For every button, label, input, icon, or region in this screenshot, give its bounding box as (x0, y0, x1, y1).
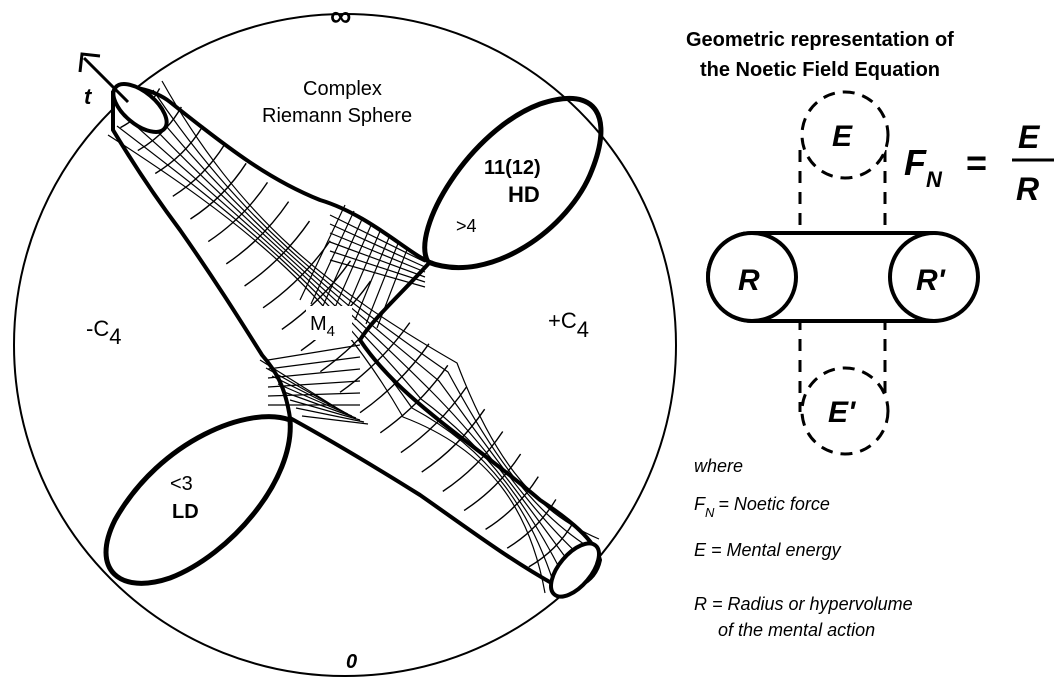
mesh-line (190, 162, 247, 220)
mesh-line (332, 222, 373, 313)
riemann-sphere-outline (13, 13, 677, 677)
manifold-bottom-cap (549, 541, 601, 599)
mesh-line (225, 201, 290, 265)
mesh-line (379, 364, 449, 434)
mesh-line (244, 220, 311, 287)
mesh-line (299, 204, 346, 301)
mesh-line (310, 210, 355, 305)
mesh-line (359, 343, 430, 414)
mesh-line (442, 431, 504, 492)
mesh-line (329, 241, 426, 278)
ld-label: LD (172, 501, 199, 523)
mesh-line (267, 344, 361, 361)
mesh-line (329, 259, 426, 288)
mesh-line (161, 80, 600, 540)
mesh-line (463, 453, 522, 512)
sphere-title-line1: Complex (303, 78, 382, 100)
infinity-label: ∞ (330, 0, 351, 33)
minus-c4-label: -C4 (86, 316, 121, 349)
legend-where: where (694, 456, 743, 476)
mesh-line (295, 407, 365, 423)
energy-bottom-label: E' (828, 396, 856, 429)
mesh-line (485, 476, 539, 530)
equation-lhs: FN (904, 142, 943, 192)
mesh-line (267, 392, 361, 397)
t-axis-line (82, 56, 130, 104)
r-right-label: R' (916, 264, 946, 297)
mesh-line (329, 214, 426, 263)
t-axis-label: t (84, 84, 93, 109)
mesh-line (152, 89, 591, 549)
r-left-label: R (738, 264, 760, 297)
hd-lobe (422, 96, 604, 270)
mesh-line (329, 223, 426, 268)
mesh-line (329, 232, 426, 273)
mesh-line (506, 499, 557, 549)
mesh-line (339, 322, 411, 393)
legend-radius-line1: R = Radius or hypervolume (694, 594, 913, 614)
legend-noetic-force: FN= Noetic force (694, 494, 830, 520)
ld-lobe (103, 414, 293, 586)
mesh-line (289, 399, 361, 421)
mesh-line (267, 356, 361, 370)
m4-label: M4 (310, 313, 335, 340)
mesh-line (365, 240, 400, 325)
equation-title-line2: the Noetic Field Equation (700, 59, 940, 81)
mesh-line (154, 125, 204, 175)
mesh-line (281, 260, 352, 331)
mesh-line (321, 216, 364, 309)
m4-label-background (306, 306, 352, 340)
r-circle-right (888, 231, 980, 323)
legend-mental-energy: E = Mental energy (694, 540, 842, 560)
equation-numerator: E (1018, 119, 1041, 155)
manifold-mesh (107, 80, 600, 594)
mesh-line (400, 386, 467, 454)
mesh-line (172, 144, 226, 197)
energy-circle-top (800, 90, 890, 180)
mesh-line (528, 521, 574, 568)
mesh-line (207, 181, 269, 243)
hd-label: HD (508, 182, 540, 207)
noetic-field-equation: FN = E R (904, 119, 1054, 207)
equation-denominator: R (1016, 171, 1039, 207)
r-circle-left (706, 231, 798, 323)
hd-dimension-label: 11(12) (484, 157, 541, 179)
t-axis-arrowhead (78, 52, 101, 73)
mesh-line (421, 408, 486, 473)
mesh-line (343, 228, 382, 317)
legend-radius-line2: of the mental action (718, 620, 875, 640)
plus-c4-label: +C4 (548, 308, 589, 342)
sphere-title-line2: Riemann Sphere (262, 105, 412, 127)
energy-circle-bottom (800, 366, 890, 456)
equation-equals: = (966, 142, 987, 183)
mesh-line (267, 380, 361, 388)
equation-title-line1: Geometric representation of (686, 29, 954, 51)
m4-manifold (107, 80, 603, 599)
mesh-line (376, 246, 409, 329)
mesh-line (267, 368, 361, 379)
energy-top-label: E (832, 120, 853, 153)
less-than-3-label: <3 (170, 473, 193, 495)
zero-label: 0 (346, 651, 357, 673)
mesh-line (329, 250, 426, 283)
mesh-line (301, 415, 369, 425)
mesh-line (277, 383, 353, 417)
greater-than-4-label: >4 (456, 216, 477, 236)
